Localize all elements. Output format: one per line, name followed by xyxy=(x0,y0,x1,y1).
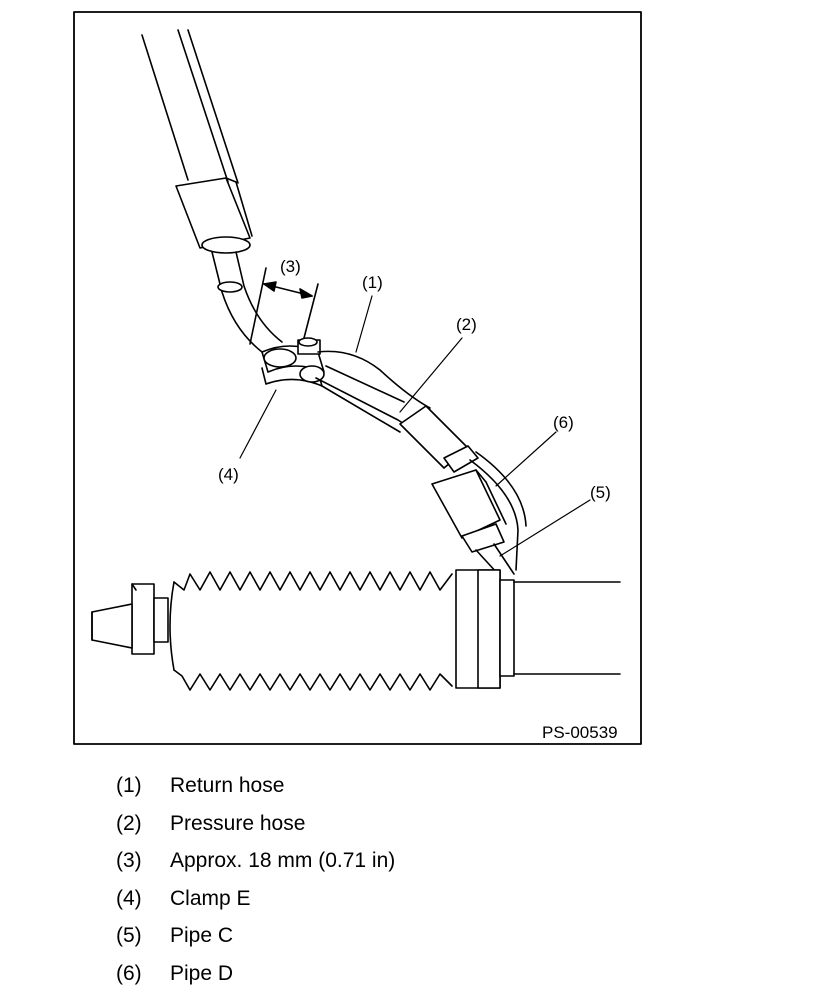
callout-3: (3) xyxy=(280,257,301,276)
callout-1: (1) xyxy=(362,273,383,292)
legend-item-text: Approx. 18 mm (0.71 in) xyxy=(170,849,396,872)
legend-item-number: (1) xyxy=(116,774,142,797)
callout-2: (2) xyxy=(456,315,477,334)
legend-item: (3) Approx. 18 mm (0.71 in) xyxy=(116,845,395,883)
legend-item-number: (3) xyxy=(116,849,142,872)
legend-item-text: Clamp E xyxy=(170,886,251,910)
legend-item: (6) Pipe D xyxy=(116,958,395,996)
legend-item-text: Pipe D xyxy=(170,961,234,985)
diagram-figure: (1) (2) (3) (4) (5) (6) PS-00539 xyxy=(73,11,642,745)
upper-hose-lines xyxy=(141,29,283,353)
legend-item-text: Pressure hose xyxy=(170,811,306,835)
figure-id-label: PS-00539 xyxy=(542,723,618,742)
legend-item-number: (4) xyxy=(116,886,142,910)
leader-lines xyxy=(239,295,591,557)
gearbox-housing xyxy=(455,569,621,689)
legend-item-number: (2) xyxy=(116,811,142,835)
figure-frame xyxy=(73,11,642,745)
callout-4: (4) xyxy=(218,465,239,484)
legend-list: (1) Return hose (2) Pressure hose (3) Ap… xyxy=(116,770,395,995)
legend-item-number: (5) xyxy=(116,924,142,947)
legend-item: (5) Pipe C xyxy=(116,920,395,958)
legend-item-number: (6) xyxy=(116,961,142,985)
clamp-e xyxy=(261,337,325,387)
dimension-3 xyxy=(249,267,319,345)
legend-item: (1) Return hose xyxy=(116,770,395,808)
rack-boot xyxy=(91,571,453,691)
callout-5: (5) xyxy=(590,483,611,502)
hoses-middle xyxy=(315,350,527,575)
legend-item: (4) Clamp E xyxy=(116,883,395,921)
legend-item-text: Return hose xyxy=(170,774,285,797)
legend-item-text: Pipe C xyxy=(170,924,234,947)
callout-6: (6) xyxy=(553,413,574,432)
legend-item: (2) Pressure hose xyxy=(116,808,395,846)
